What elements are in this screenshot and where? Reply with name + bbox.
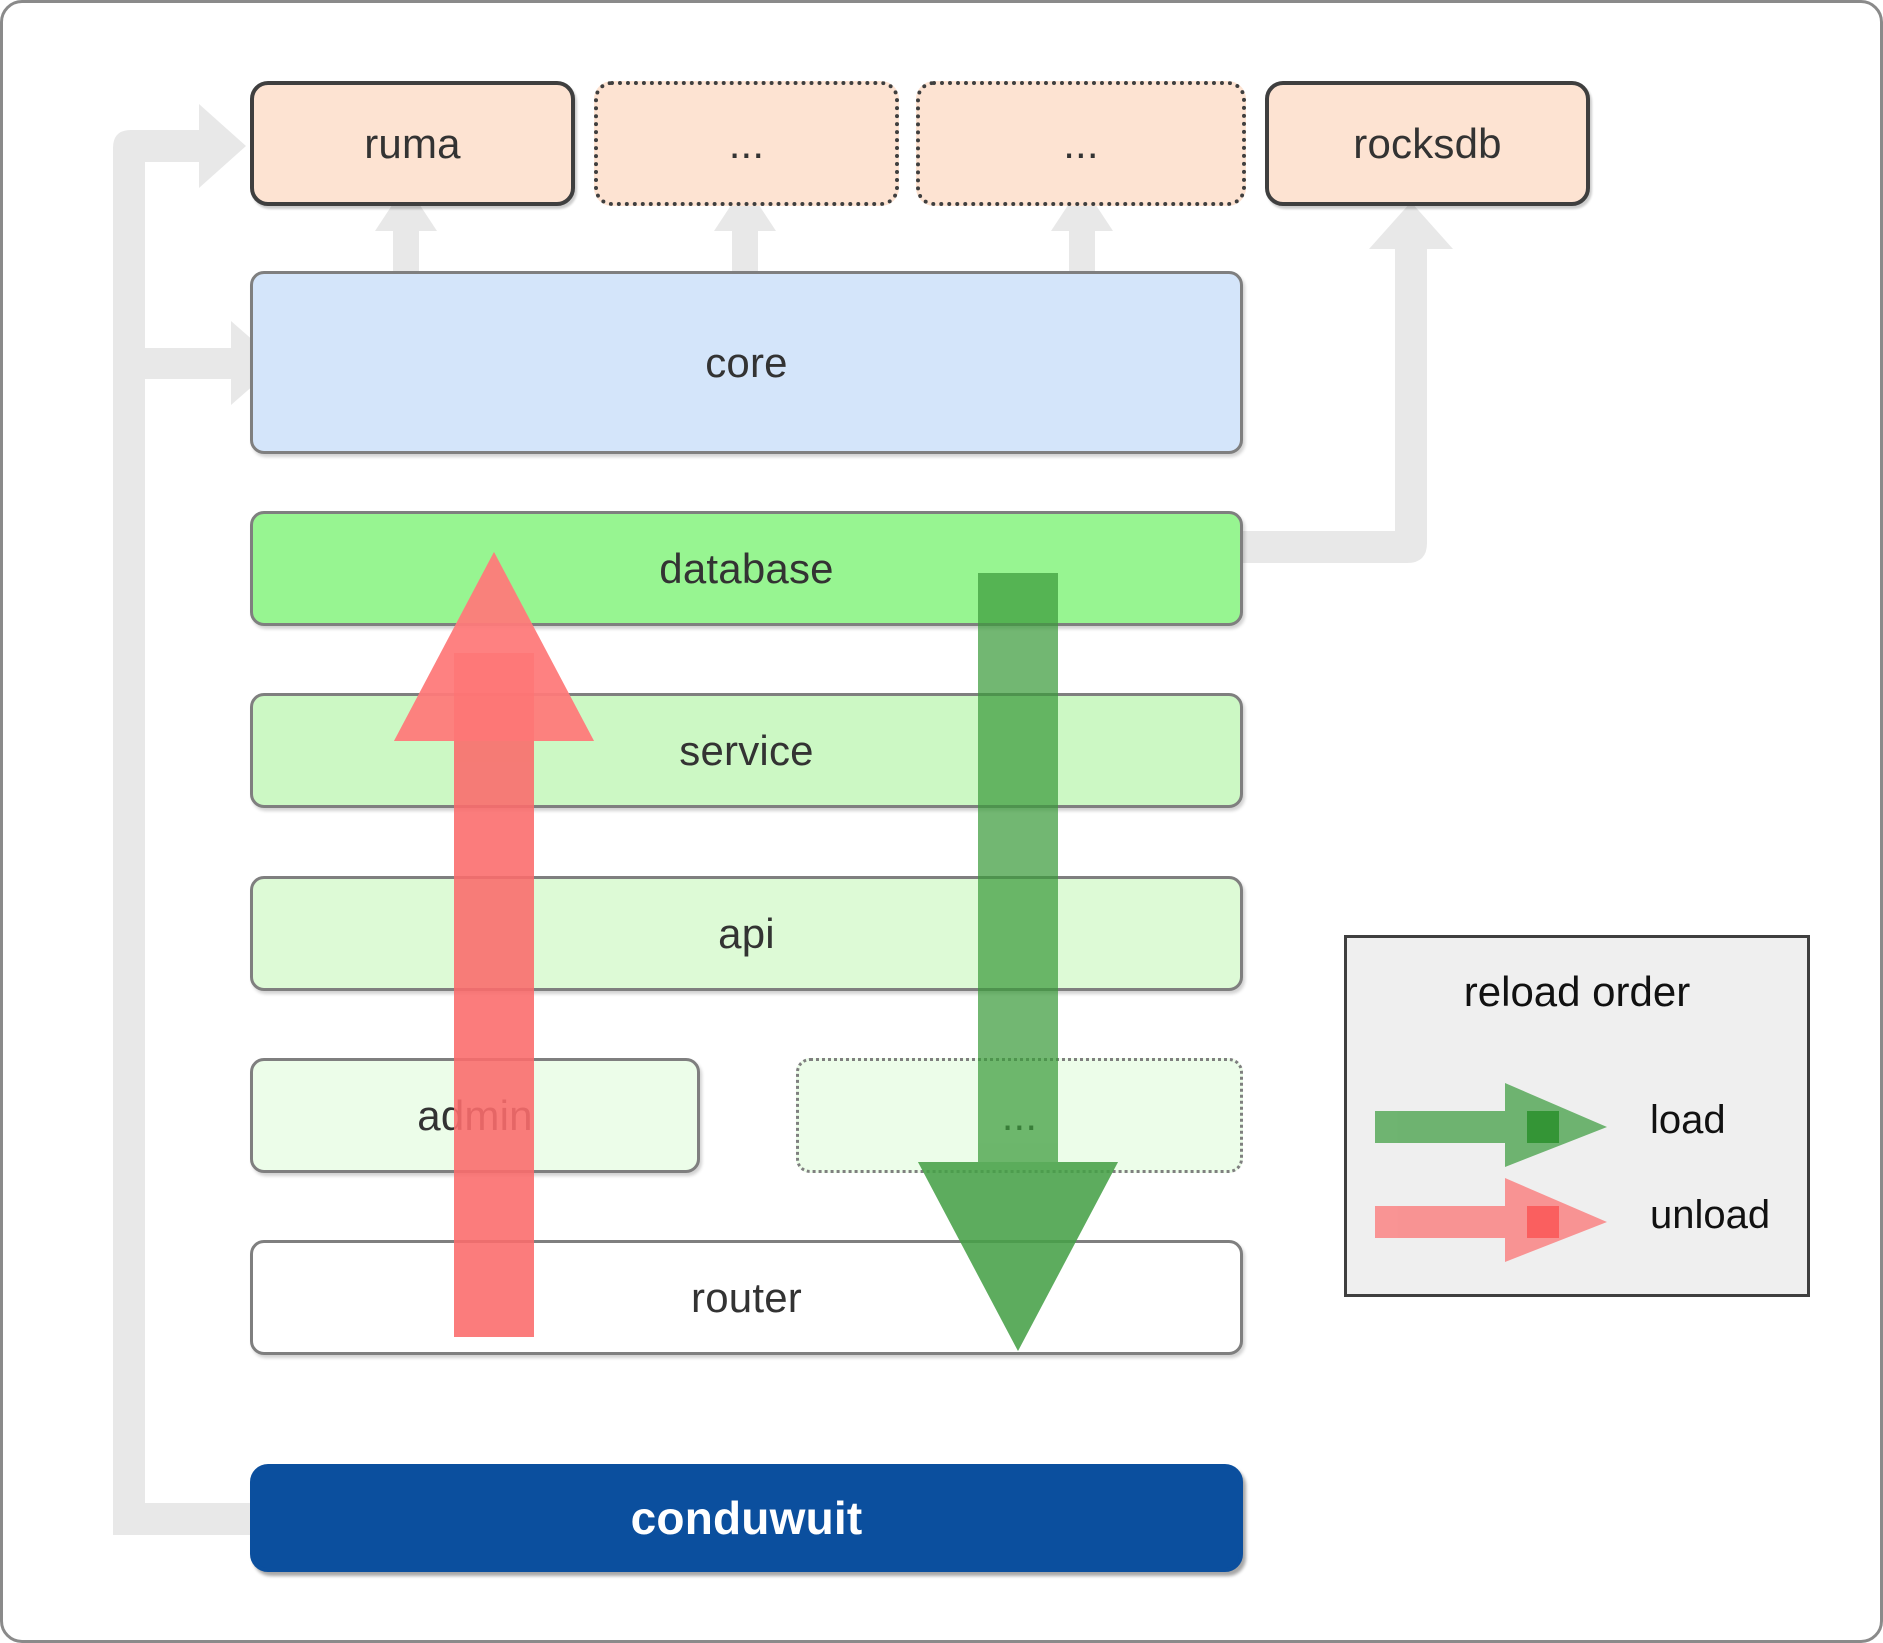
- application-node-conduwuit[interactable]: conduwuit: [250, 1464, 1243, 1572]
- dependency-node-rocksdb[interactable]: rocksdb: [1265, 81, 1590, 206]
- layer-label: router: [691, 1273, 802, 1321]
- dependency-label: ...: [1063, 119, 1099, 167]
- layer-label: admin: [417, 1091, 533, 1139]
- dependency-label: rocksdb: [1353, 119, 1502, 167]
- layer-node-placeholder[interactable]: ...: [796, 1058, 1243, 1173]
- legend-label-load: load: [1650, 1098, 1726, 1142]
- dependency-label: ruma: [364, 119, 461, 167]
- layer-node-router[interactable]: router: [250, 1240, 1243, 1355]
- application-label: conduwuit: [630, 1492, 863, 1544]
- layer-label: service: [679, 726, 814, 774]
- connector-arrows-layer: [113, 104, 1453, 1535]
- dependency-node-placeholder-1[interactable]: ...: [594, 81, 899, 206]
- layer-node-api[interactable]: api: [250, 876, 1243, 991]
- dependency-node-ruma[interactable]: ruma: [250, 81, 575, 206]
- layer-node-core[interactable]: core: [250, 271, 1243, 454]
- legend-load-arrow-icon: [1375, 1083, 1607, 1167]
- layer-label: core: [705, 338, 788, 386]
- legend-title: reload order: [1463, 968, 1691, 1015]
- legend-unload-arrow-icon: [1375, 1178, 1607, 1262]
- layer-label: database: [659, 544, 834, 592]
- layer-label: api: [718, 909, 775, 957]
- layer-label: ...: [1001, 1091, 1038, 1139]
- dependency-label: ...: [728, 119, 765, 167]
- dependency-node-placeholder-2[interactable]: ...: [916, 81, 1246, 206]
- layer-node-admin[interactable]: admin: [250, 1058, 700, 1173]
- layer-node-database[interactable]: database: [250, 511, 1243, 626]
- legend-label-unload: unload: [1650, 1193, 1771, 1237]
- flow-arrows-layer: [394, 552, 1118, 1351]
- legend-panel: reload order load unload: [1344, 935, 1810, 1297]
- layer-node-service[interactable]: service: [250, 693, 1243, 808]
